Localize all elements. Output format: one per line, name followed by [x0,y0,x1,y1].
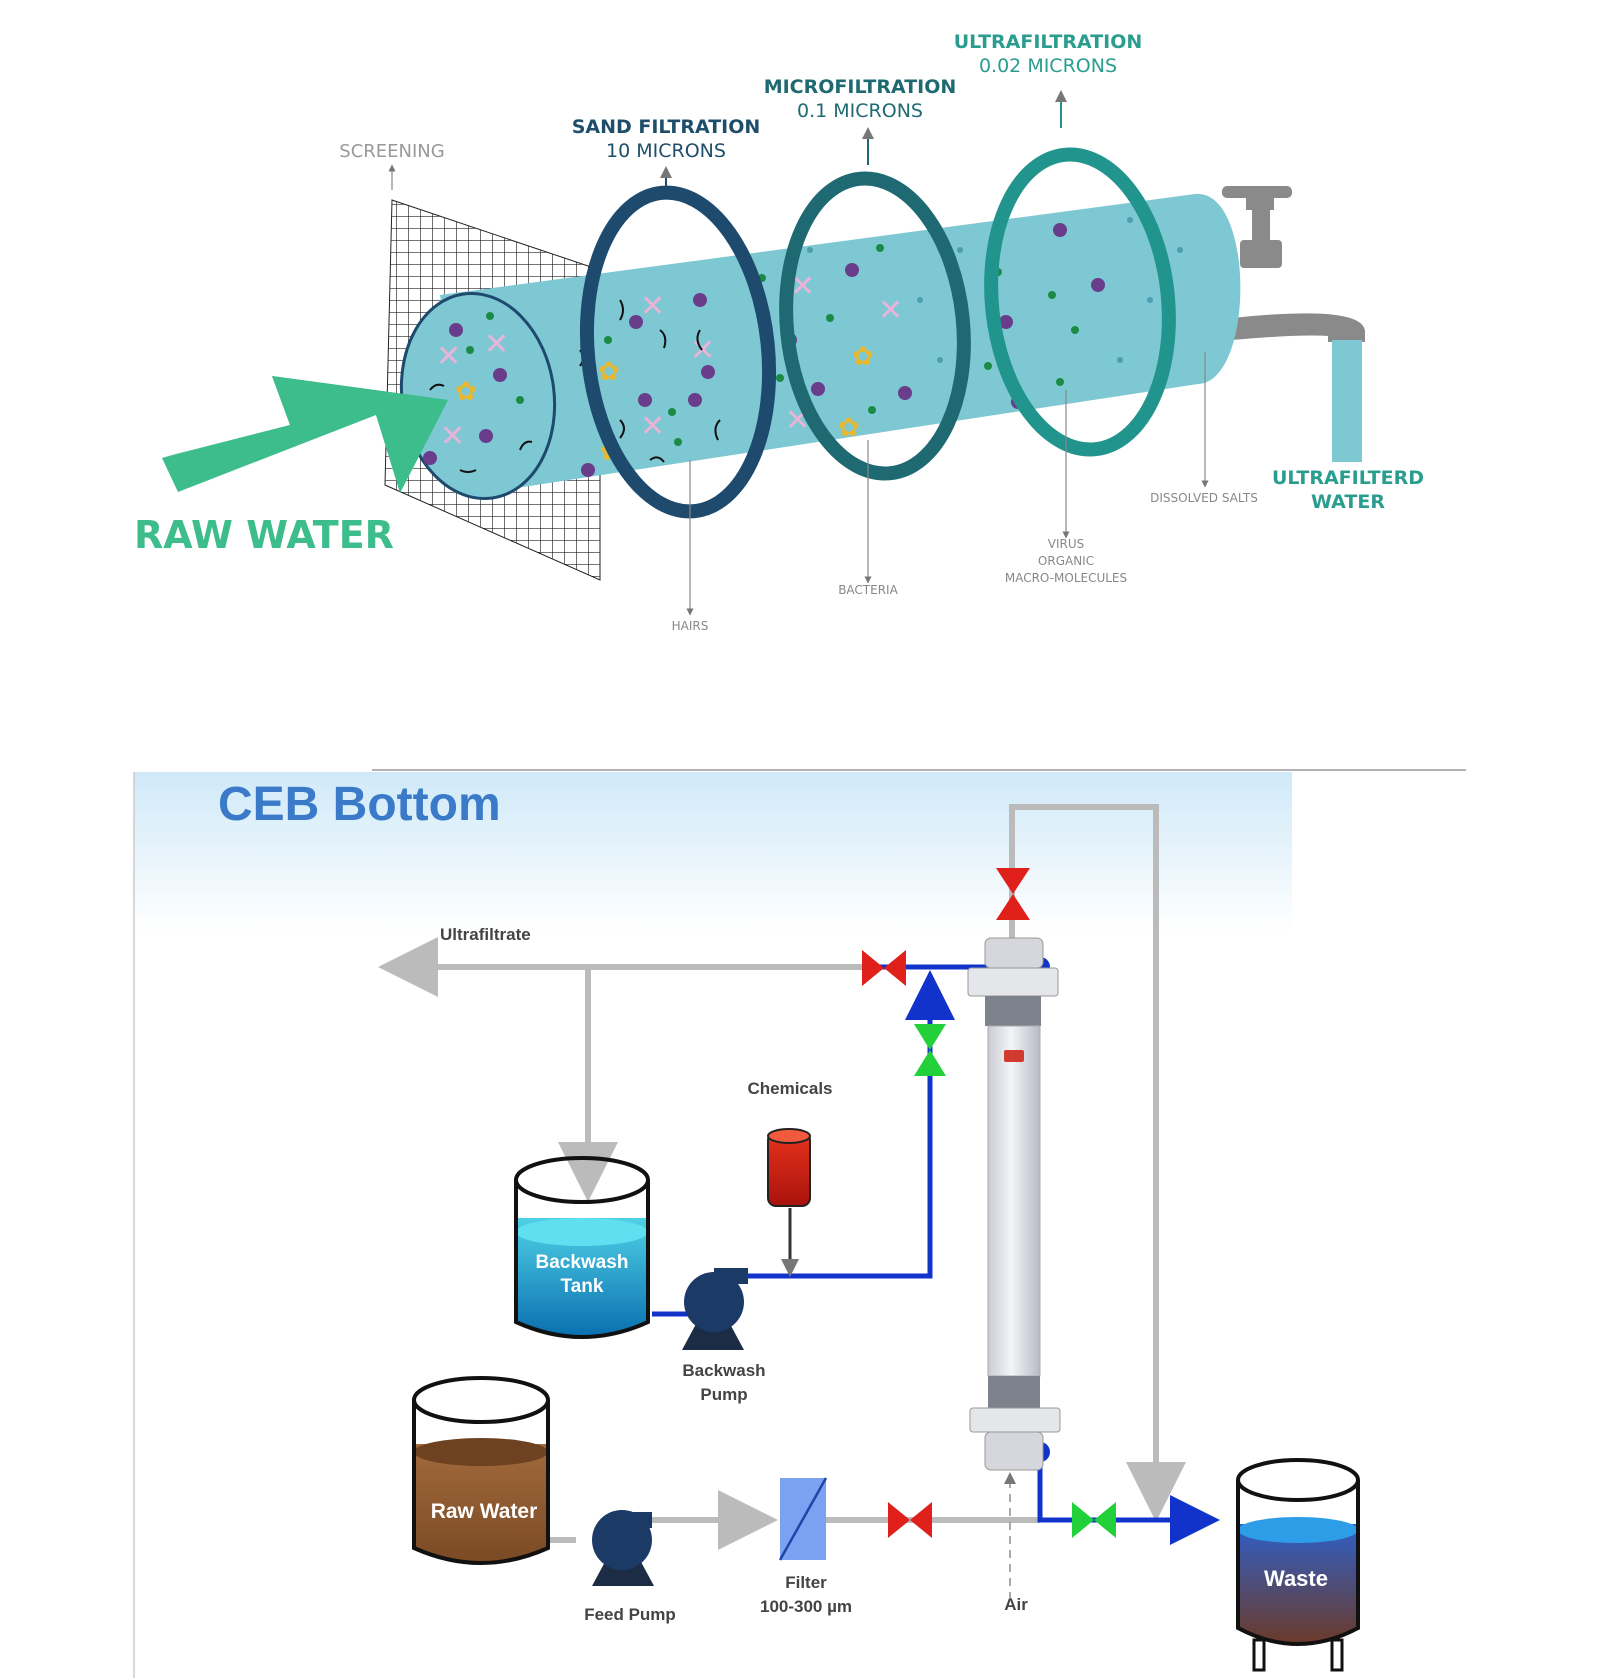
valve-feed[interactable] [888,1502,932,1538]
svg-text:✕: ✕ [878,294,903,327]
sand-filtration-size: 10 MICRONS [606,140,726,162]
svg-text:✿: ✿ [455,376,477,406]
tap-icon [1222,186,1365,462]
waste-pipe [1037,1452,1220,1545]
svg-text:✕: ✕ [436,340,461,373]
virus-label-2: ORGANIC [1038,554,1094,568]
feed-pump-icon [592,1510,654,1586]
waste-label: Waste [1264,1566,1328,1591]
chemicals-label: Chemicals [747,1079,832,1098]
valve-waste[interactable] [1072,1502,1116,1538]
waste-tank [1236,1458,1360,1672]
bacteria-label: BACTERIA [838,583,898,597]
sand-filtration-ring [579,185,777,519]
air-label: Air [1004,1595,1028,1614]
ceb-background [134,772,1292,932]
backwash-pipe [744,970,955,1279]
dissolved-salts-label: DISSOLVED SALTS [1150,491,1258,505]
svg-text:✕: ✕ [484,328,509,361]
ultrafiltration-label: ULTRAFILTRATION [954,31,1143,53]
ultrafiltered-water-label-2: WATER [1311,491,1385,513]
microfiltration-ring [779,171,971,481]
sand-filtration-label: SAND FILTRATION [572,116,761,138]
ultrafiltration-ring [984,147,1176,457]
svg-text:✿: ✿ [852,341,874,371]
valve-top[interactable] [996,868,1030,920]
ceb-title: CEB Bottom [218,778,501,831]
virus-label-1: VIRUS [1048,537,1085,551]
backwash-tank-label-1: Backwash [536,1252,629,1273]
svg-text:✕: ✕ [640,410,665,443]
backwash-tank [514,1156,650,1339]
valve-ultrafiltrate[interactable] [862,950,906,986]
filtration-diagram: ✕ ✕ ✕ ✕ ✕ ✕ ✕ ✕ ✕ ✿ ✿ ✿ ✿ ✿ [134,31,1424,633]
valve-backwash[interactable] [914,1024,946,1076]
backwash-pump-label-2: Pump [700,1385,747,1404]
svg-text:✕: ✕ [440,420,465,453]
filter-label-2: 100-300 µm [760,1597,852,1616]
filter-cylinder [440,193,1241,495]
backwash-tank-label-2: Tank [561,1276,604,1297]
microfiltration-size: 0.1 MICRONS [797,100,923,122]
svg-text:✕: ✕ [640,290,665,323]
filter-label-1: Filter [785,1573,827,1592]
feed-pump-label: Feed Pump [584,1605,676,1624]
svg-text:✿: ✿ [838,412,860,442]
filter-icon [778,1477,828,1561]
ceb-diagram: CEB Bottom [133,769,1466,1678]
ultrafiltered-water-label-1: ULTRAFILTERD [1272,467,1424,489]
chemicals-container [767,1128,811,1207]
microfiltration-label: MICROFILTRATION [764,76,957,98]
hairs-label: HAIRS [672,619,709,633]
ultrafiltrate-label: Ultrafiltrate [440,925,531,944]
ultrafiltered-water-stream [1332,340,1362,462]
raw-water-tank-label: Raw Water [431,1500,538,1523]
virus-label-3: MACRO-MOLECULES [1005,571,1127,585]
backwash-pump-label-1: Backwash [682,1361,765,1380]
raw-water-tank [412,1376,550,1565]
svg-text:✕: ✕ [690,334,715,367]
backwash-pump-icon [682,1268,748,1350]
ultrafiltration-size: 0.02 MICRONS [979,55,1117,77]
svg-text:✿: ✿ [598,356,620,386]
raw-water-label: RAW WATER [134,513,394,557]
screening-label: SCREENING [339,141,444,162]
uf-module [967,937,1061,1471]
